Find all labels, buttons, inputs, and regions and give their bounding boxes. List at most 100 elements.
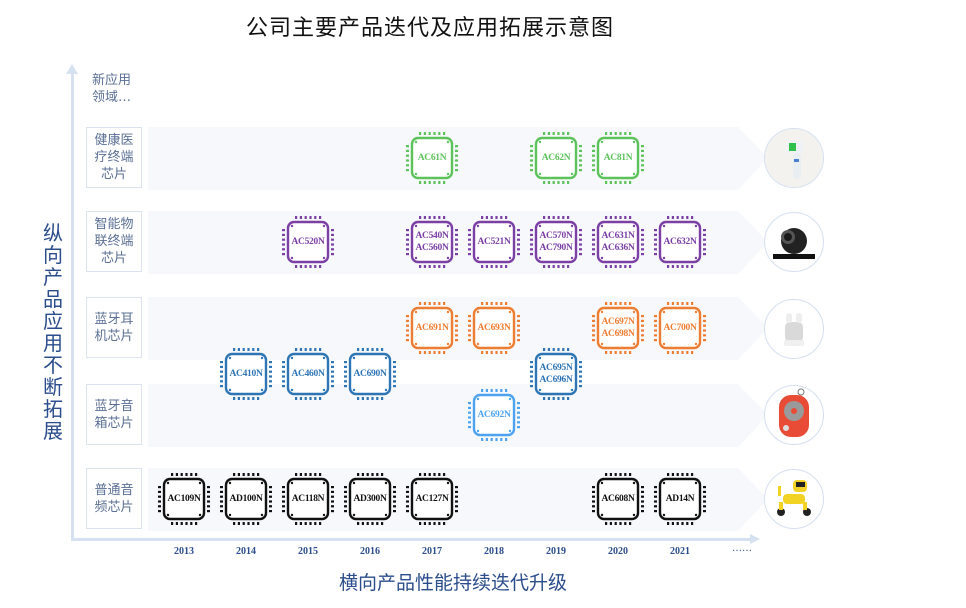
- chip-model-name: AC118N: [291, 494, 325, 504]
- chip-model-name: AC570N: [539, 231, 573, 241]
- chip-ac608n: AC608N: [591, 472, 645, 526]
- chip-ac632n: AC632N: [653, 215, 707, 269]
- chip-label: AC127N: [412, 479, 452, 519]
- diagram-title: 公司主要产品迭代及应用拓展示意图: [245, 16, 614, 41]
- chip-label: AC62N: [536, 138, 576, 178]
- chip-model-name: AC697N: [601, 317, 635, 327]
- chip-ac61n: AC61N: [405, 131, 459, 185]
- chip-ac460n: AC460N: [281, 347, 335, 401]
- year-tick: 2021: [670, 546, 690, 557]
- chip-label: AC691N: [412, 308, 452, 348]
- chip-ac118n: AC118N: [281, 472, 335, 526]
- chip-model-name: AC62N: [541, 153, 571, 163]
- chip-ac692n: AC692N: [467, 388, 521, 442]
- chip-label: AC540N AC560N: [412, 222, 452, 262]
- chip-label: AC632N: [660, 222, 700, 262]
- vertical-axis-label: 纵向产品应用不断拓展: [43, 221, 63, 443]
- chip-label: AC695N AC696N: [536, 354, 576, 394]
- chip-label: AC460N: [288, 354, 328, 394]
- year-tick: 2020: [608, 546, 628, 557]
- row-label: 健康医疗终端芯片: [86, 127, 142, 188]
- chip-label: AC410N: [226, 354, 266, 394]
- chip-model-name: AC61N: [417, 153, 447, 163]
- year-tick: 2013: [174, 546, 194, 557]
- chip-ac520n: AC520N: [281, 215, 335, 269]
- chip-model-name: AC698N: [601, 329, 635, 339]
- robot-dog-icon: [764, 469, 824, 529]
- chip-model-name: AC696N: [539, 375, 573, 385]
- chip-ac700n: AC700N: [653, 301, 707, 355]
- chip-ac81n: AC81N: [591, 131, 645, 185]
- chip-ac109n: AC109N: [157, 472, 211, 526]
- chip-model-name: AC690N: [353, 369, 387, 379]
- chip-ac697n-ac698n: AC697N AC698N: [591, 301, 645, 355]
- speaker-icon: [764, 385, 824, 445]
- chip-ac127n: AC127N: [405, 472, 459, 526]
- earbuds-icon: [764, 299, 824, 359]
- chip-label: AC700N: [660, 308, 700, 348]
- chip-model-name: AC521N: [477, 237, 511, 247]
- chip-ac521n: AC521N: [467, 215, 521, 269]
- vertical-axis: [71, 72, 74, 540]
- year-tick: 2019: [546, 546, 566, 557]
- chip-model-name: AC410N: [229, 369, 263, 379]
- chip-model-name: AC127N: [415, 494, 449, 504]
- year-tick: 2017: [422, 546, 442, 557]
- chip-model-name: AC693N: [477, 323, 511, 333]
- chip-ad300n: AD300N: [343, 472, 397, 526]
- chip-label: AD14N: [660, 479, 700, 519]
- chip-label: AC608N: [598, 479, 638, 519]
- chip-model-name: AC631N: [601, 231, 635, 241]
- chip-model-name: AC790N: [539, 243, 573, 253]
- chip-label: AC631N AC636N: [598, 222, 638, 262]
- row-label: 普通音频芯片: [86, 468, 142, 529]
- year-tick: 2014: [236, 546, 256, 557]
- chip-ac62n: AC62N: [529, 131, 583, 185]
- chip-model-name: AD100N: [229, 494, 263, 504]
- row-label: 蓝牙音箱芯片: [86, 384, 142, 445]
- chip-ac690n: AC690N: [343, 347, 397, 401]
- chip-label: AC693N: [474, 308, 514, 348]
- chip-model-name: AD14N: [665, 494, 695, 504]
- chip-model-name: AC109N: [167, 494, 201, 504]
- chip-model-name: AC608N: [601, 494, 635, 504]
- row-band: [148, 384, 768, 447]
- chip-label: AC520N: [288, 222, 328, 262]
- year-tick: 2018: [484, 546, 504, 557]
- chip-model-name: AC520N: [291, 237, 325, 247]
- chip-model-name: AC540N: [415, 231, 449, 241]
- chip-label: AC570N AC790N: [536, 222, 576, 262]
- chip-label: AC692N: [474, 395, 514, 435]
- chip-model-name: AC700N: [663, 323, 697, 333]
- chip-ac410n: AC410N: [219, 347, 273, 401]
- new-application-area-label: 新应用领域…: [92, 73, 132, 105]
- chip-label: AD300N: [350, 479, 390, 519]
- horizontal-axis: [71, 538, 751, 541]
- row-label: 智能物联终端芯片: [86, 211, 142, 272]
- chip-label: AC81N: [598, 138, 638, 178]
- chip-label: AC521N: [474, 222, 514, 262]
- chip-model-name: AC636N: [601, 243, 635, 253]
- chip-label: AC118N: [288, 479, 328, 519]
- chip-label: AC697N AC698N: [598, 308, 638, 348]
- chip-ac691n: AC691N: [405, 301, 459, 355]
- chip-label: AC109N: [164, 479, 204, 519]
- thermometer-icon: [764, 128, 824, 188]
- chip-ac540n-ac560n: AC540N AC560N: [405, 215, 459, 269]
- chip-model-name: AC691N: [415, 323, 449, 333]
- chip-model-name: AC81N: [603, 153, 633, 163]
- chip-model-name: AC632N: [663, 237, 697, 247]
- year-tick: ……: [732, 543, 752, 554]
- chip-label: AD100N: [226, 479, 266, 519]
- chip-model-name: AC560N: [415, 243, 449, 253]
- chip-ac695n-ac696n: AC695N AC696N: [529, 347, 583, 401]
- chip-ad100n: AD100N: [219, 472, 273, 526]
- row-label: 蓝牙耳机芯片: [86, 297, 142, 358]
- chip-model-name: AC695N: [539, 363, 573, 373]
- chip-ac570n-ac790n: AC570N AC790N: [529, 215, 583, 269]
- chip-model-name: AC460N: [291, 369, 325, 379]
- chip-ac693n: AC693N: [467, 301, 521, 355]
- chip-ac631n-ac636n: AC631N AC636N: [591, 215, 645, 269]
- horizontal-axis-arrow-icon: [750, 534, 760, 544]
- chip-ad14n: AD14N: [653, 472, 707, 526]
